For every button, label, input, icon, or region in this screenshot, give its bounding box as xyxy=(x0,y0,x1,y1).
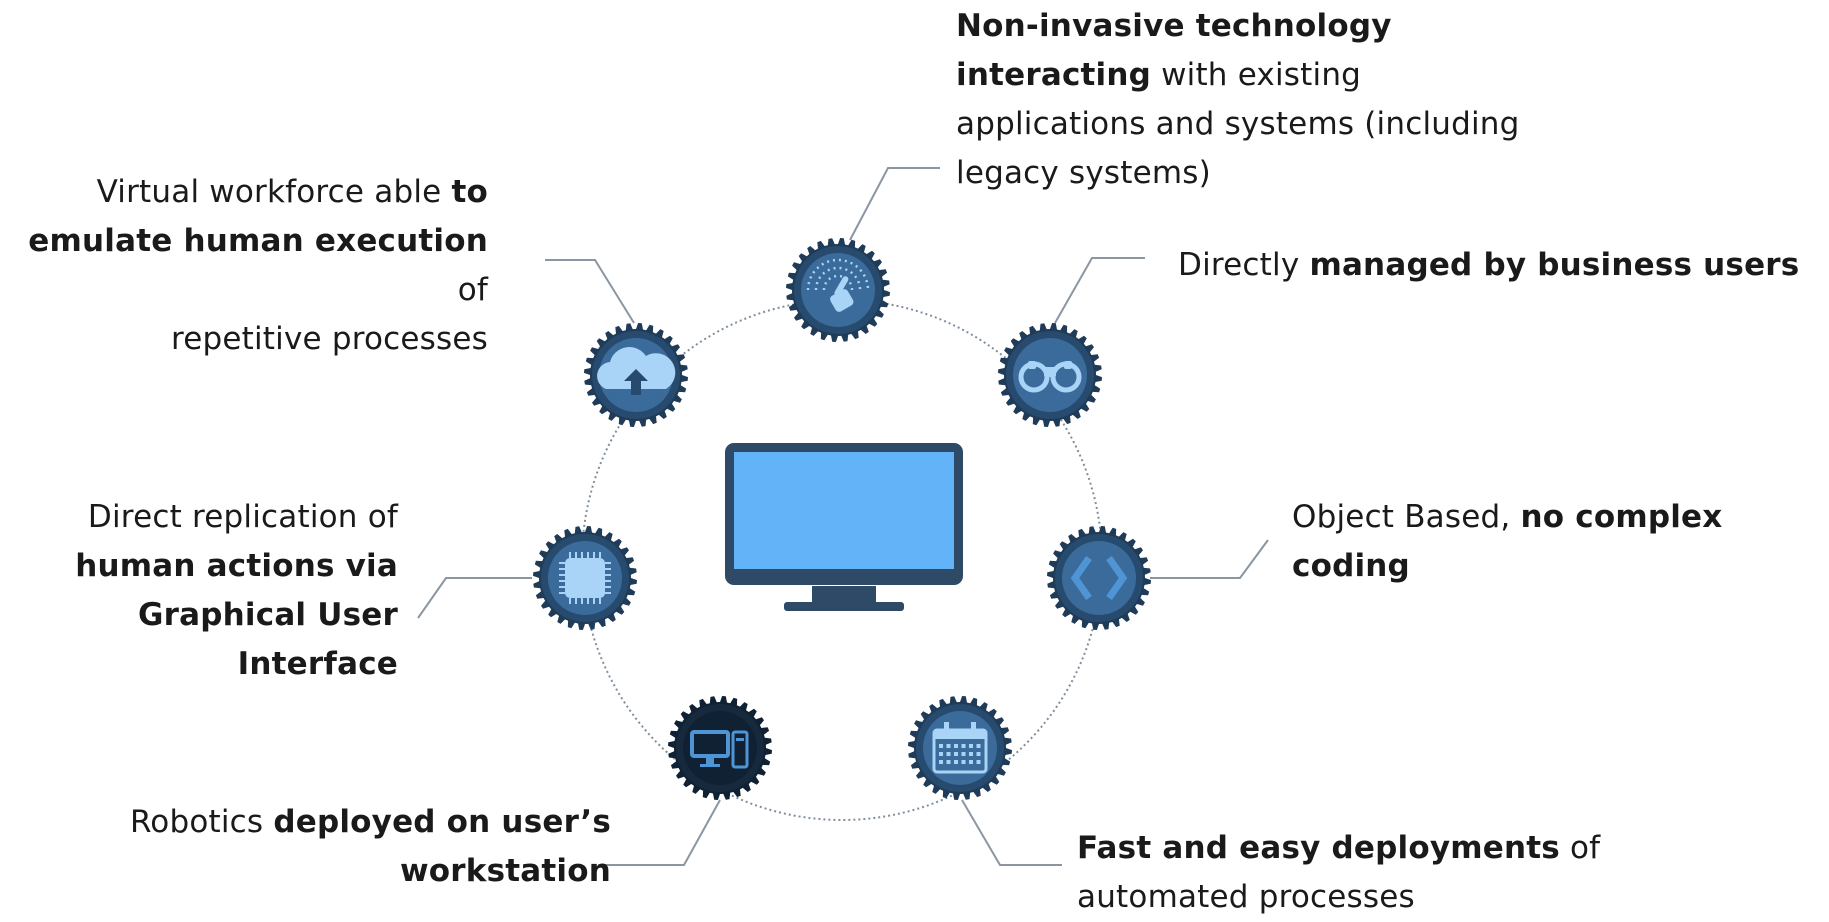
label-line: Direct replication of xyxy=(0,493,398,542)
leader-line-non-invasive xyxy=(849,167,940,241)
label-text: Directly xyxy=(1178,247,1310,283)
label-text-bold: Non-invasive technology xyxy=(956,8,1392,44)
label-text: Direct replication of xyxy=(87,499,398,535)
label-text-bold: no complex coding xyxy=(1292,499,1723,584)
monitor-icon xyxy=(725,443,963,611)
label-text: applications and systems (including xyxy=(956,106,1520,142)
label-line: automated processes xyxy=(1077,873,1600,922)
label-fast-deployments: Fast and easy deployments of automated pr… xyxy=(1077,824,1600,922)
leader-line-virtual-workforce xyxy=(545,259,635,324)
label-text-bold: Graphical User Interface xyxy=(138,597,398,682)
workstation-icon xyxy=(690,730,749,769)
label-line: Object Based, no complex coding xyxy=(1292,493,1829,591)
label-line: repetitive processes xyxy=(0,315,488,364)
binoculars-icon xyxy=(1018,361,1082,393)
label-text-bold: Fast and easy deployments xyxy=(1077,830,1560,866)
label-text-bold: to xyxy=(451,174,488,210)
label-text: Robotics xyxy=(129,804,274,840)
label-line: workstation xyxy=(130,847,611,896)
leader-line-business-users xyxy=(1054,257,1145,324)
label-line: Robotics deployed on user’s xyxy=(130,798,611,847)
label-text: Object Based, xyxy=(1292,499,1521,535)
label-non-invasive: Non-invasive technology interacting with … xyxy=(956,2,1520,198)
label-line: legacy systems) xyxy=(956,149,1520,198)
chip-icon xyxy=(559,552,611,604)
cloud-upload-icon xyxy=(597,347,676,395)
label-user-workstation: Robotics deployed on user’s workstation xyxy=(130,798,611,896)
label-line: interacting with existing xyxy=(956,51,1520,100)
calendar-icon xyxy=(932,722,988,774)
label-text-bold: human actions via xyxy=(75,548,398,584)
label-text: Virtual workforce able xyxy=(96,174,452,210)
label-business-users: Directly managed by business users xyxy=(1178,241,1799,290)
touch-icon xyxy=(806,258,870,312)
label-line: applications and systems (including xyxy=(956,100,1520,149)
label-text: of xyxy=(1559,830,1601,866)
code-brackets-icon xyxy=(1070,555,1128,601)
leader-line-gui-replication xyxy=(417,577,532,619)
label-text: legacy systems) xyxy=(956,155,1211,191)
label-text-bold: workstation xyxy=(399,853,611,889)
label-text: with existing xyxy=(1151,57,1362,93)
label-line: Non-invasive technology xyxy=(956,2,1520,51)
label-line: human actions via xyxy=(0,542,398,591)
label-text: of xyxy=(457,272,488,308)
label-text-bold: managed by business users xyxy=(1309,247,1800,283)
gear-fast-deployments xyxy=(908,696,1012,800)
label-text-bold: emulate human execution xyxy=(28,223,488,259)
label-line: Fast and easy deployments of xyxy=(1077,824,1600,873)
gear-non-invasive xyxy=(786,238,890,342)
label-line: Directly managed by business users xyxy=(1178,241,1799,290)
label-text-bold: interacting xyxy=(956,57,1152,93)
label-text: automated processes xyxy=(1077,879,1415,915)
label-line: emulate human execution of xyxy=(0,217,488,315)
label-text: repetitive processes xyxy=(170,321,488,357)
gear-virtual-workforce xyxy=(584,323,688,427)
label-text-bold: deployed on user’s xyxy=(273,804,611,840)
label-line: Graphical User Interface xyxy=(0,591,398,689)
gear-user-workstation xyxy=(668,696,772,800)
leader-line-user-workstation xyxy=(598,799,721,866)
leader-line-fast-deployments xyxy=(961,799,1062,866)
leader-line-object-based xyxy=(1150,539,1269,579)
label-object-based: Object Based, no complex coding xyxy=(1292,493,1829,591)
label-line: Virtual workforce able to xyxy=(0,168,488,217)
gear-object-based xyxy=(1047,526,1151,630)
gear-gui-replication xyxy=(533,526,637,630)
gear-business-users xyxy=(998,323,1102,427)
